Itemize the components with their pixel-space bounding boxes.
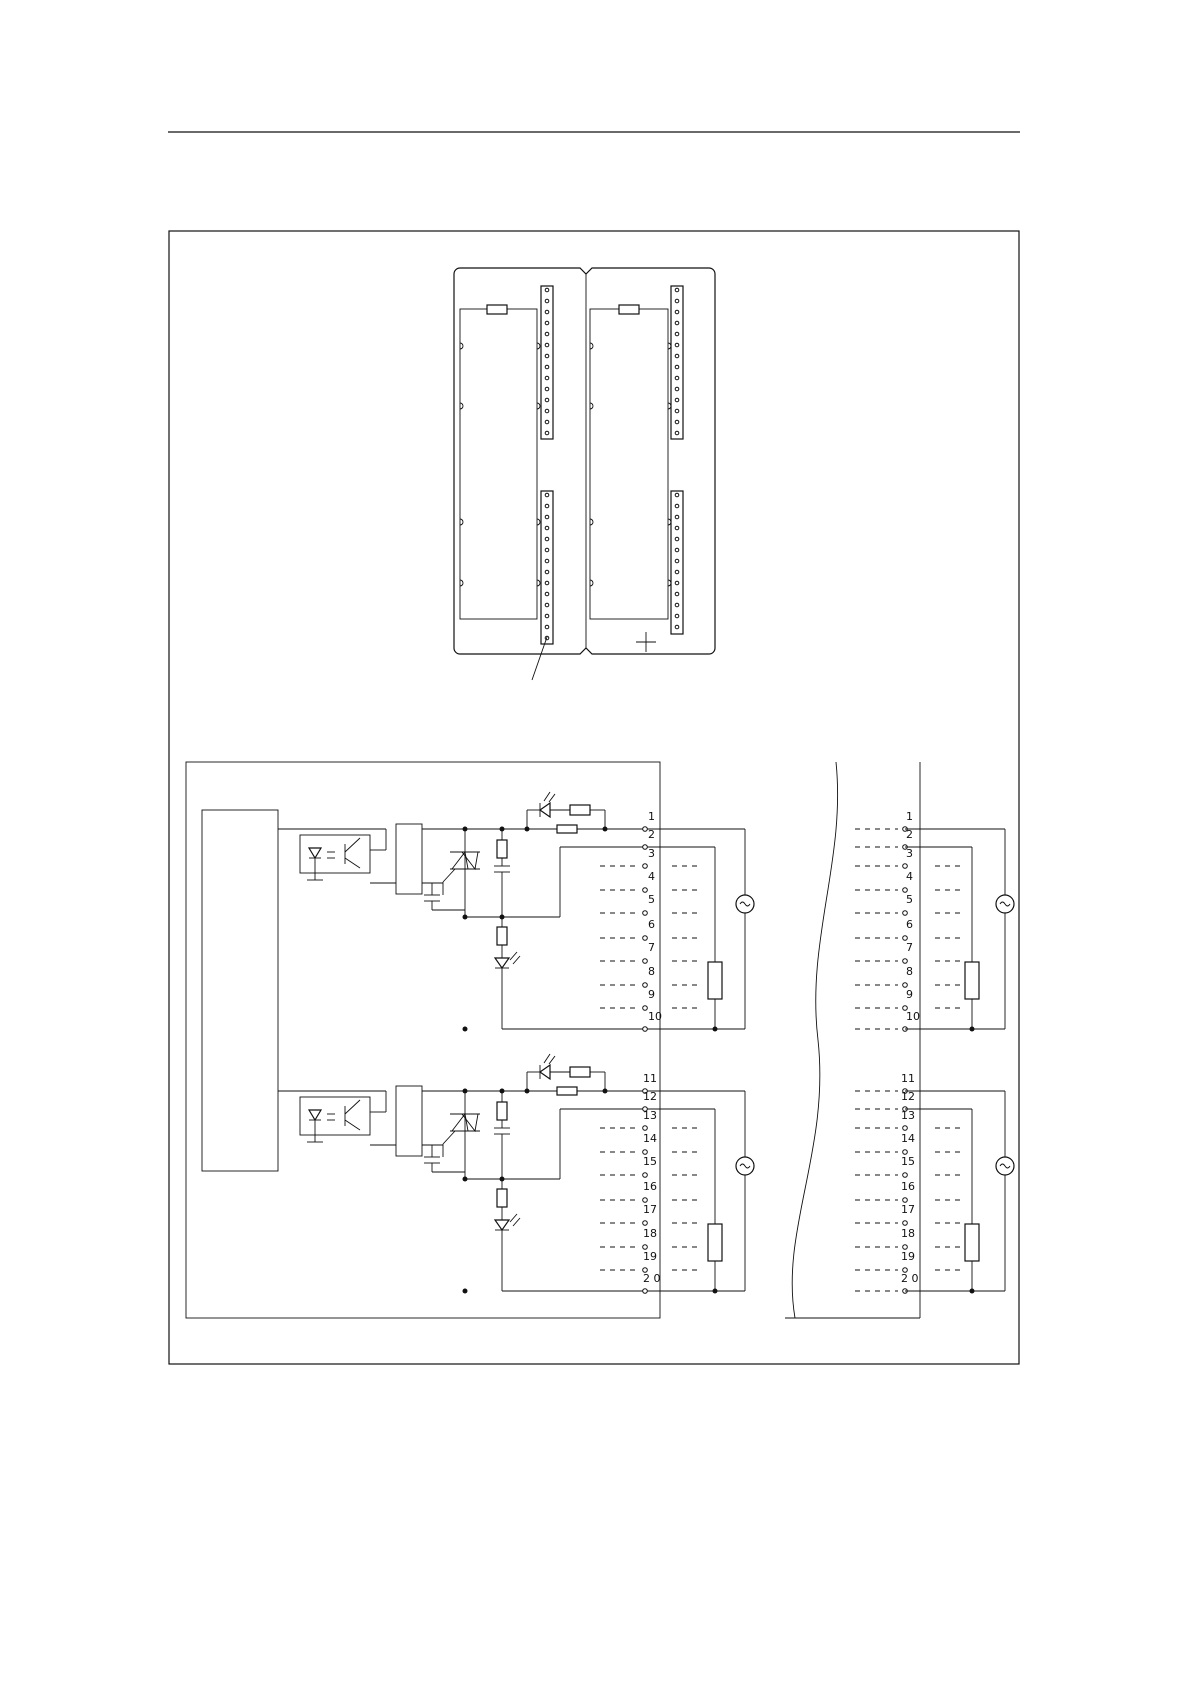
optocoupler-icon — [300, 1097, 370, 1142]
terminal-number: 18 — [643, 1227, 657, 1240]
figure-frame — [169, 231, 1019, 1364]
output-channel — [278, 1054, 754, 1294]
terminal-number: 1 — [906, 810, 913, 823]
terminal-number: 2 — [906, 828, 913, 841]
led-icon — [540, 792, 555, 817]
terminal-number: 7 — [648, 941, 655, 954]
terminal-number: 14 — [643, 1132, 657, 1145]
terminal-number: 17 — [901, 1203, 915, 1216]
output-channel — [855, 1089, 1014, 1294]
load-resistor-icon — [965, 1224, 979, 1261]
terminal-number: 15 — [901, 1155, 915, 1168]
load-resistor-icon — [708, 962, 722, 999]
terminal-number: 2 0 — [901, 1272, 919, 1285]
terminal-number: 16 — [643, 1180, 657, 1193]
led-icon — [540, 1054, 555, 1079]
terminal-strip — [541, 286, 683, 644]
module-front-view — [454, 268, 715, 680]
fuse-icon — [497, 1102, 507, 1120]
fuse-icon — [570, 1067, 590, 1077]
terminal-number: 17 — [643, 1203, 657, 1216]
triac-icon — [443, 1091, 480, 1179]
terminal-number: 4 — [906, 870, 913, 883]
led-icon — [495, 1214, 520, 1230]
terminal-number: 11 — [901, 1072, 915, 1085]
ac-source-icon — [996, 895, 1014, 913]
terminal-number: 10 — [648, 1010, 662, 1023]
triac-icon — [443, 829, 480, 917]
terminal-number: 3 — [906, 847, 913, 860]
terminal-number: 10 — [906, 1010, 920, 1023]
terminal-number: 19 — [901, 1250, 915, 1263]
backplane-bus-box — [202, 810, 278, 1171]
ac-source-icon — [736, 895, 754, 913]
terminal-number: 4 — [648, 870, 655, 883]
terminal-number: 9 — [648, 988, 655, 1001]
terminal-number: 9 — [906, 988, 913, 1001]
terminal-number: 13 — [901, 1109, 915, 1122]
fuse-icon — [570, 805, 590, 815]
fuse-icon — [557, 1087, 577, 1095]
terminal-number: 11 — [643, 1072, 657, 1085]
fuse-icon — [487, 305, 507, 314]
terminal-number: 13 — [643, 1109, 657, 1122]
terminal-number: 2 — [648, 828, 655, 841]
terminal-number: 6 — [906, 918, 913, 931]
module-schematic — [186, 762, 754, 1318]
optocoupler-icon — [300, 835, 370, 880]
terminal-number: 15 — [643, 1155, 657, 1168]
fuse-icon — [497, 840, 507, 858]
terminal-number: 7 — [906, 941, 913, 954]
ac-source-icon — [996, 1157, 1014, 1175]
terminal-number: 2 0 — [643, 1272, 661, 1285]
terminal-number: 12 — [901, 1090, 915, 1103]
terminal-number: 5 — [648, 893, 655, 906]
terminal-number: 5 — [906, 893, 913, 906]
terminal-number: 3 — [648, 847, 655, 860]
load-resistor-icon — [708, 1224, 722, 1261]
terminal-number: 6 — [648, 918, 655, 931]
fuse-icon — [497, 1189, 507, 1207]
output-channel — [278, 792, 754, 1032]
terminal-number: 8 — [648, 965, 655, 978]
terminal-number: 1 — [648, 810, 655, 823]
terminal-number: 8 — [906, 965, 913, 978]
fuse-icon — [497, 927, 507, 945]
ac-source-icon — [736, 1157, 754, 1175]
terminal-number: 14 — [901, 1132, 915, 1145]
terminal-number: 19 — [643, 1250, 657, 1263]
output-channel — [855, 827, 1014, 1032]
fuse-icon — [557, 825, 577, 833]
front-connector-wiring — [785, 762, 1014, 1318]
load-resistor-icon — [965, 962, 979, 999]
led-icon — [495, 952, 520, 968]
terminal-number: 16 — [901, 1180, 915, 1193]
fuse-icon — [619, 305, 639, 314]
terminal-number: 18 — [901, 1227, 915, 1240]
terminal-number: 12 — [643, 1090, 657, 1103]
